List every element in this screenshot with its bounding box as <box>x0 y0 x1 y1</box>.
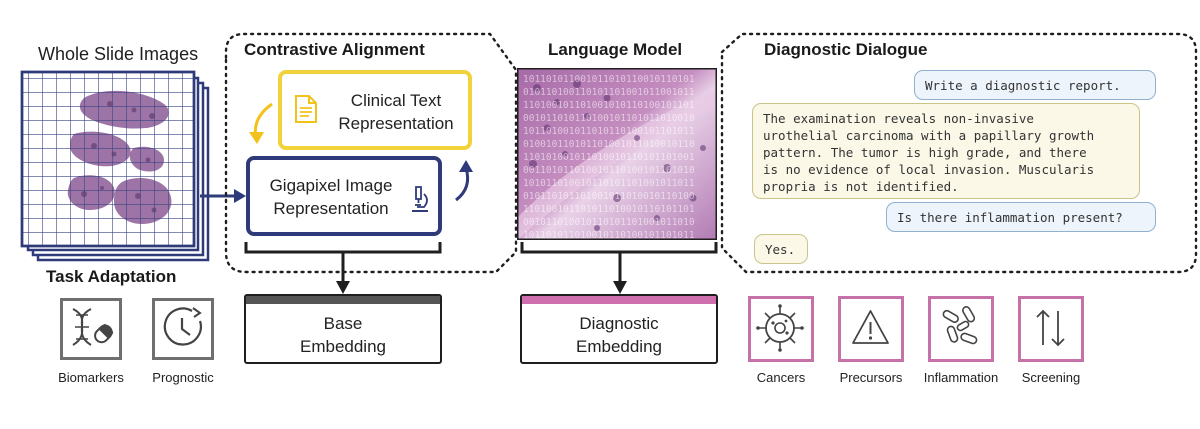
gigapixel-line-2: Representation <box>273 199 389 218</box>
dialogue-assistant-reply: Yes. <box>754 234 808 264</box>
prognostic-label: Prognostic <box>152 370 214 385</box>
screening-label: Screening <box>1021 370 1081 385</box>
contrastive-alignment-title: Contrastive Alignment <box>244 40 425 59</box>
whole-slide-stack <box>20 70 210 262</box>
diagnostic-embedding-box: Diagnostic Embedding <box>520 294 718 364</box>
report-line-3: pattern. The tumor is high grade, and th… <box>763 145 1087 160</box>
document-icon <box>295 95 317 123</box>
dialogue-assistant-report: The examination reveals non-invasive uro… <box>752 103 1140 199</box>
screening-tile <box>1018 296 1084 362</box>
language-model-title: Language Model <box>548 40 683 59</box>
bacteria-icon <box>942 306 978 345</box>
cancers-tile <box>748 296 814 362</box>
svg-text:101101011001011010110010110101: 101101011001011010110010110101 010110100… <box>523 74 700 240</box>
diagnostic-embedding-bar <box>522 296 716 304</box>
task-adaptation-title: Task Adaptation <box>46 267 177 286</box>
microscope-icon <box>412 186 428 212</box>
gigapixel-line-1: Gigapixel Image <box>269 176 393 195</box>
report-line-1: The examination reveals non-invasive <box>763 111 1034 126</box>
precursors-label: Precursors <box>839 370 903 385</box>
clinical-text-line-2: Representation <box>338 114 454 133</box>
clock-icon <box>163 307 202 346</box>
histology-binary-image: 101101011001011010110010110101 010110100… <box>517 68 717 240</box>
precursors-tile <box>838 296 904 362</box>
dna-pill-icon <box>72 308 114 346</box>
diagnostic-embedding-line-2: Embedding <box>575 337 662 356</box>
dialogue-user-message-1: Write a diagnostic report. <box>914 70 1156 100</box>
whole-slide-images-title: Whole Slide Images <box>38 44 199 64</box>
warning-icon <box>852 310 889 344</box>
inflammation-label: Inflammation <box>923 370 999 385</box>
prognostic-tile <box>152 298 214 360</box>
report-line-5: propria is not identified. <box>763 179 959 194</box>
cancer-cell-icon <box>756 304 804 352</box>
biomarkers-tile <box>60 298 122 360</box>
up-down-arrows-icon <box>1036 309 1065 347</box>
diagnostic-dialogue-title: Diagnostic Dialogue <box>764 40 928 59</box>
base-embedding-line-2: Embedding <box>299 337 386 356</box>
clinical-text-box: Clinical Text Representation <box>278 70 472 150</box>
report-line-2: urothelial carcinoma with a papillary gr… <box>763 128 1095 143</box>
inflammation-tile <box>928 296 994 362</box>
gigapixel-image-box: Gigapixel Image Representation <box>246 156 442 236</box>
dialogue-user-message-2: Is there inflammation present? <box>886 202 1156 232</box>
clinical-text-line-1: Clinical Text <box>350 91 442 110</box>
base-embedding-box: Base Embedding <box>244 294 442 364</box>
report-line-4: is no evidence of local invasion. Muscul… <box>763 162 1095 177</box>
base-embedding-line-1: Base <box>323 314 363 333</box>
cancers-label: Cancers <box>756 370 806 385</box>
diagnostic-embedding-line-1: Diagnostic <box>579 314 659 333</box>
base-embedding-bar <box>246 296 440 304</box>
biomarkers-label: Biomarkers <box>58 370 124 385</box>
